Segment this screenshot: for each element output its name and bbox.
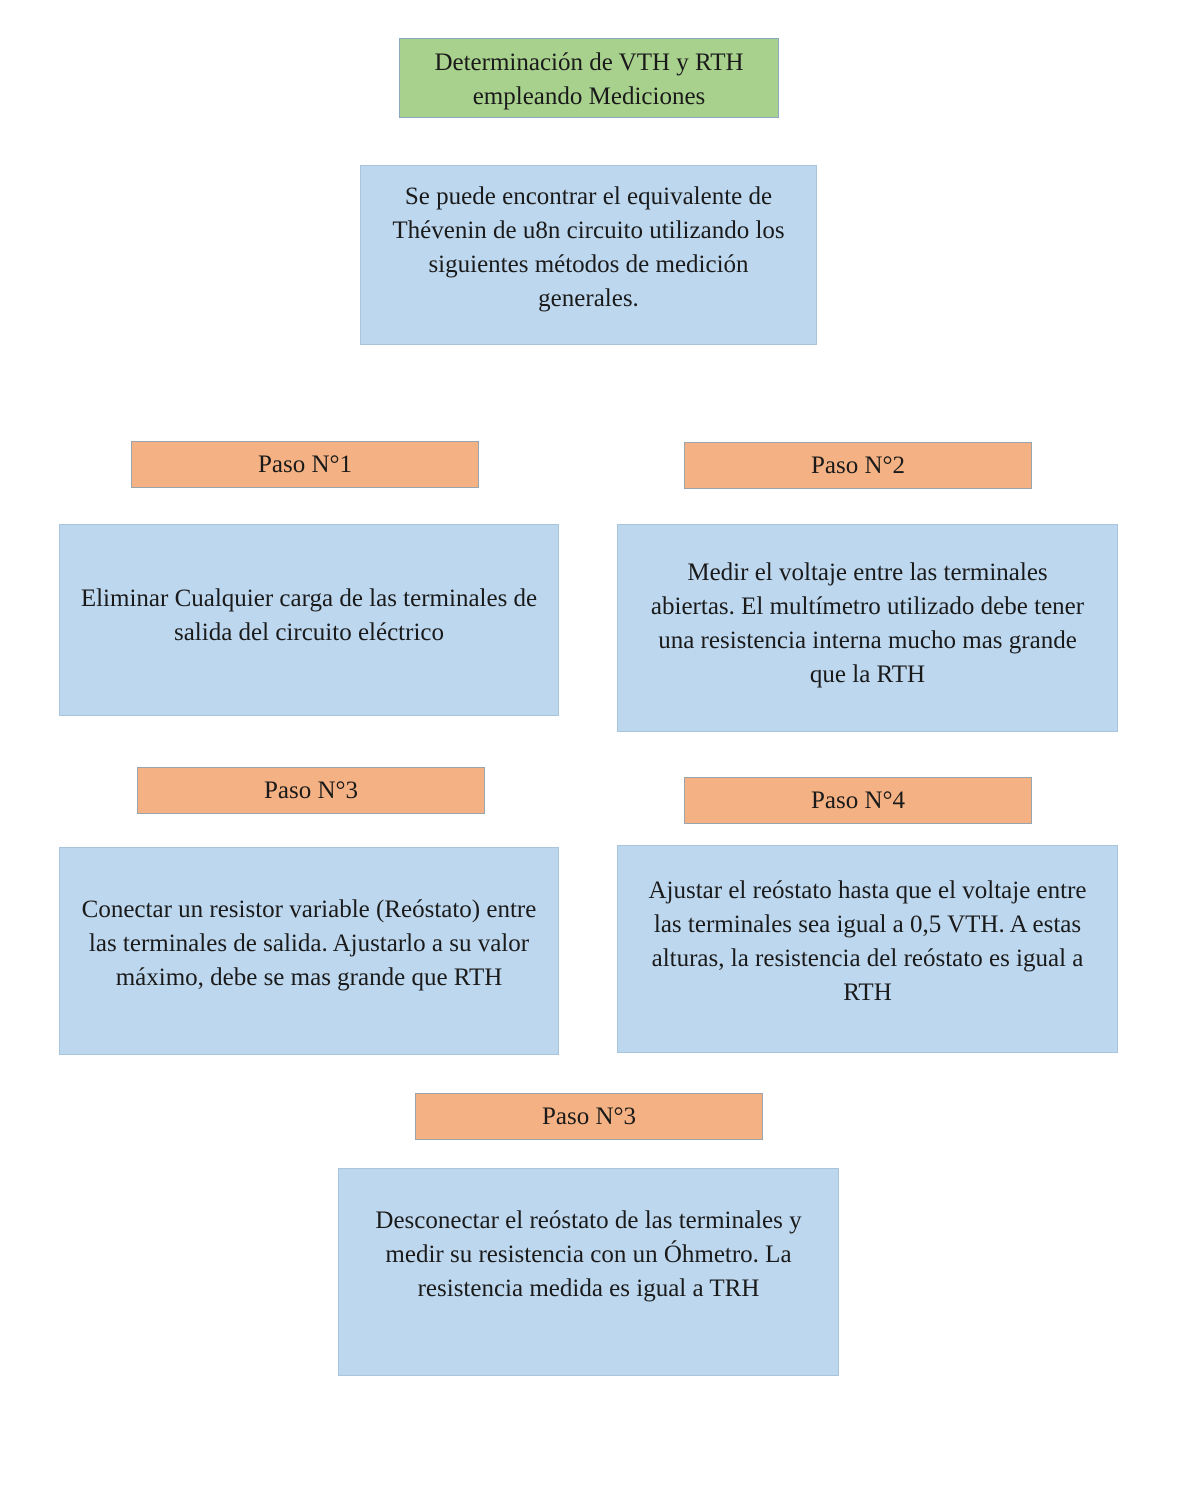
step-3-label-box: Paso N°3 [137,767,485,814]
step-1-text-box: Eliminar Cualquier carga de las terminal… [59,524,559,716]
intro-text: Se puede encontrar el equivalente de Thé… [392,183,785,312]
step-1-label-box: Paso N°1 [131,441,479,488]
step-2-label: Paso N°2 [810,451,906,479]
step-5-label-box: Paso N°3 [415,1093,763,1140]
step-4-text-box: Ajustar el reóstato hasta que el voltaje… [617,845,1118,1053]
step-1-text: Eliminar Cualquier carga de las terminal… [80,585,538,646]
diagram-title: Determinación de VTH y RTH empleando Med… [434,49,744,110]
step-4-text: Ajustar el reóstato hasta que el voltaje… [648,877,1087,1006]
step-3-text: Conectar un resistor variable (Reóstato)… [81,896,537,991]
step-3-label: Paso N°3 [263,776,359,804]
step-1-label: Paso N°1 [257,450,353,478]
step-5-text-box: Desconectar el reóstato de las terminale… [338,1168,839,1376]
step-2-text: Medir el voltaje entre las terminales ab… [650,559,1085,688]
step-4-label: Paso N°4 [810,786,906,814]
step-5-label: Paso N°3 [541,1102,637,1130]
diagram-title-box: Determinación de VTH y RTH empleando Med… [399,38,779,118]
step-5-text: Desconectar el reóstato de las terminale… [375,1207,802,1302]
step-4-label-box: Paso N°4 [684,777,1032,824]
intro-box: Se puede encontrar el equivalente de Thé… [360,165,817,345]
step-3-text-box: Conectar un resistor variable (Reóstato)… [59,847,559,1055]
step-2-label-box: Paso N°2 [684,442,1032,489]
step-2-text-box: Medir el voltaje entre las terminales ab… [617,524,1118,732]
